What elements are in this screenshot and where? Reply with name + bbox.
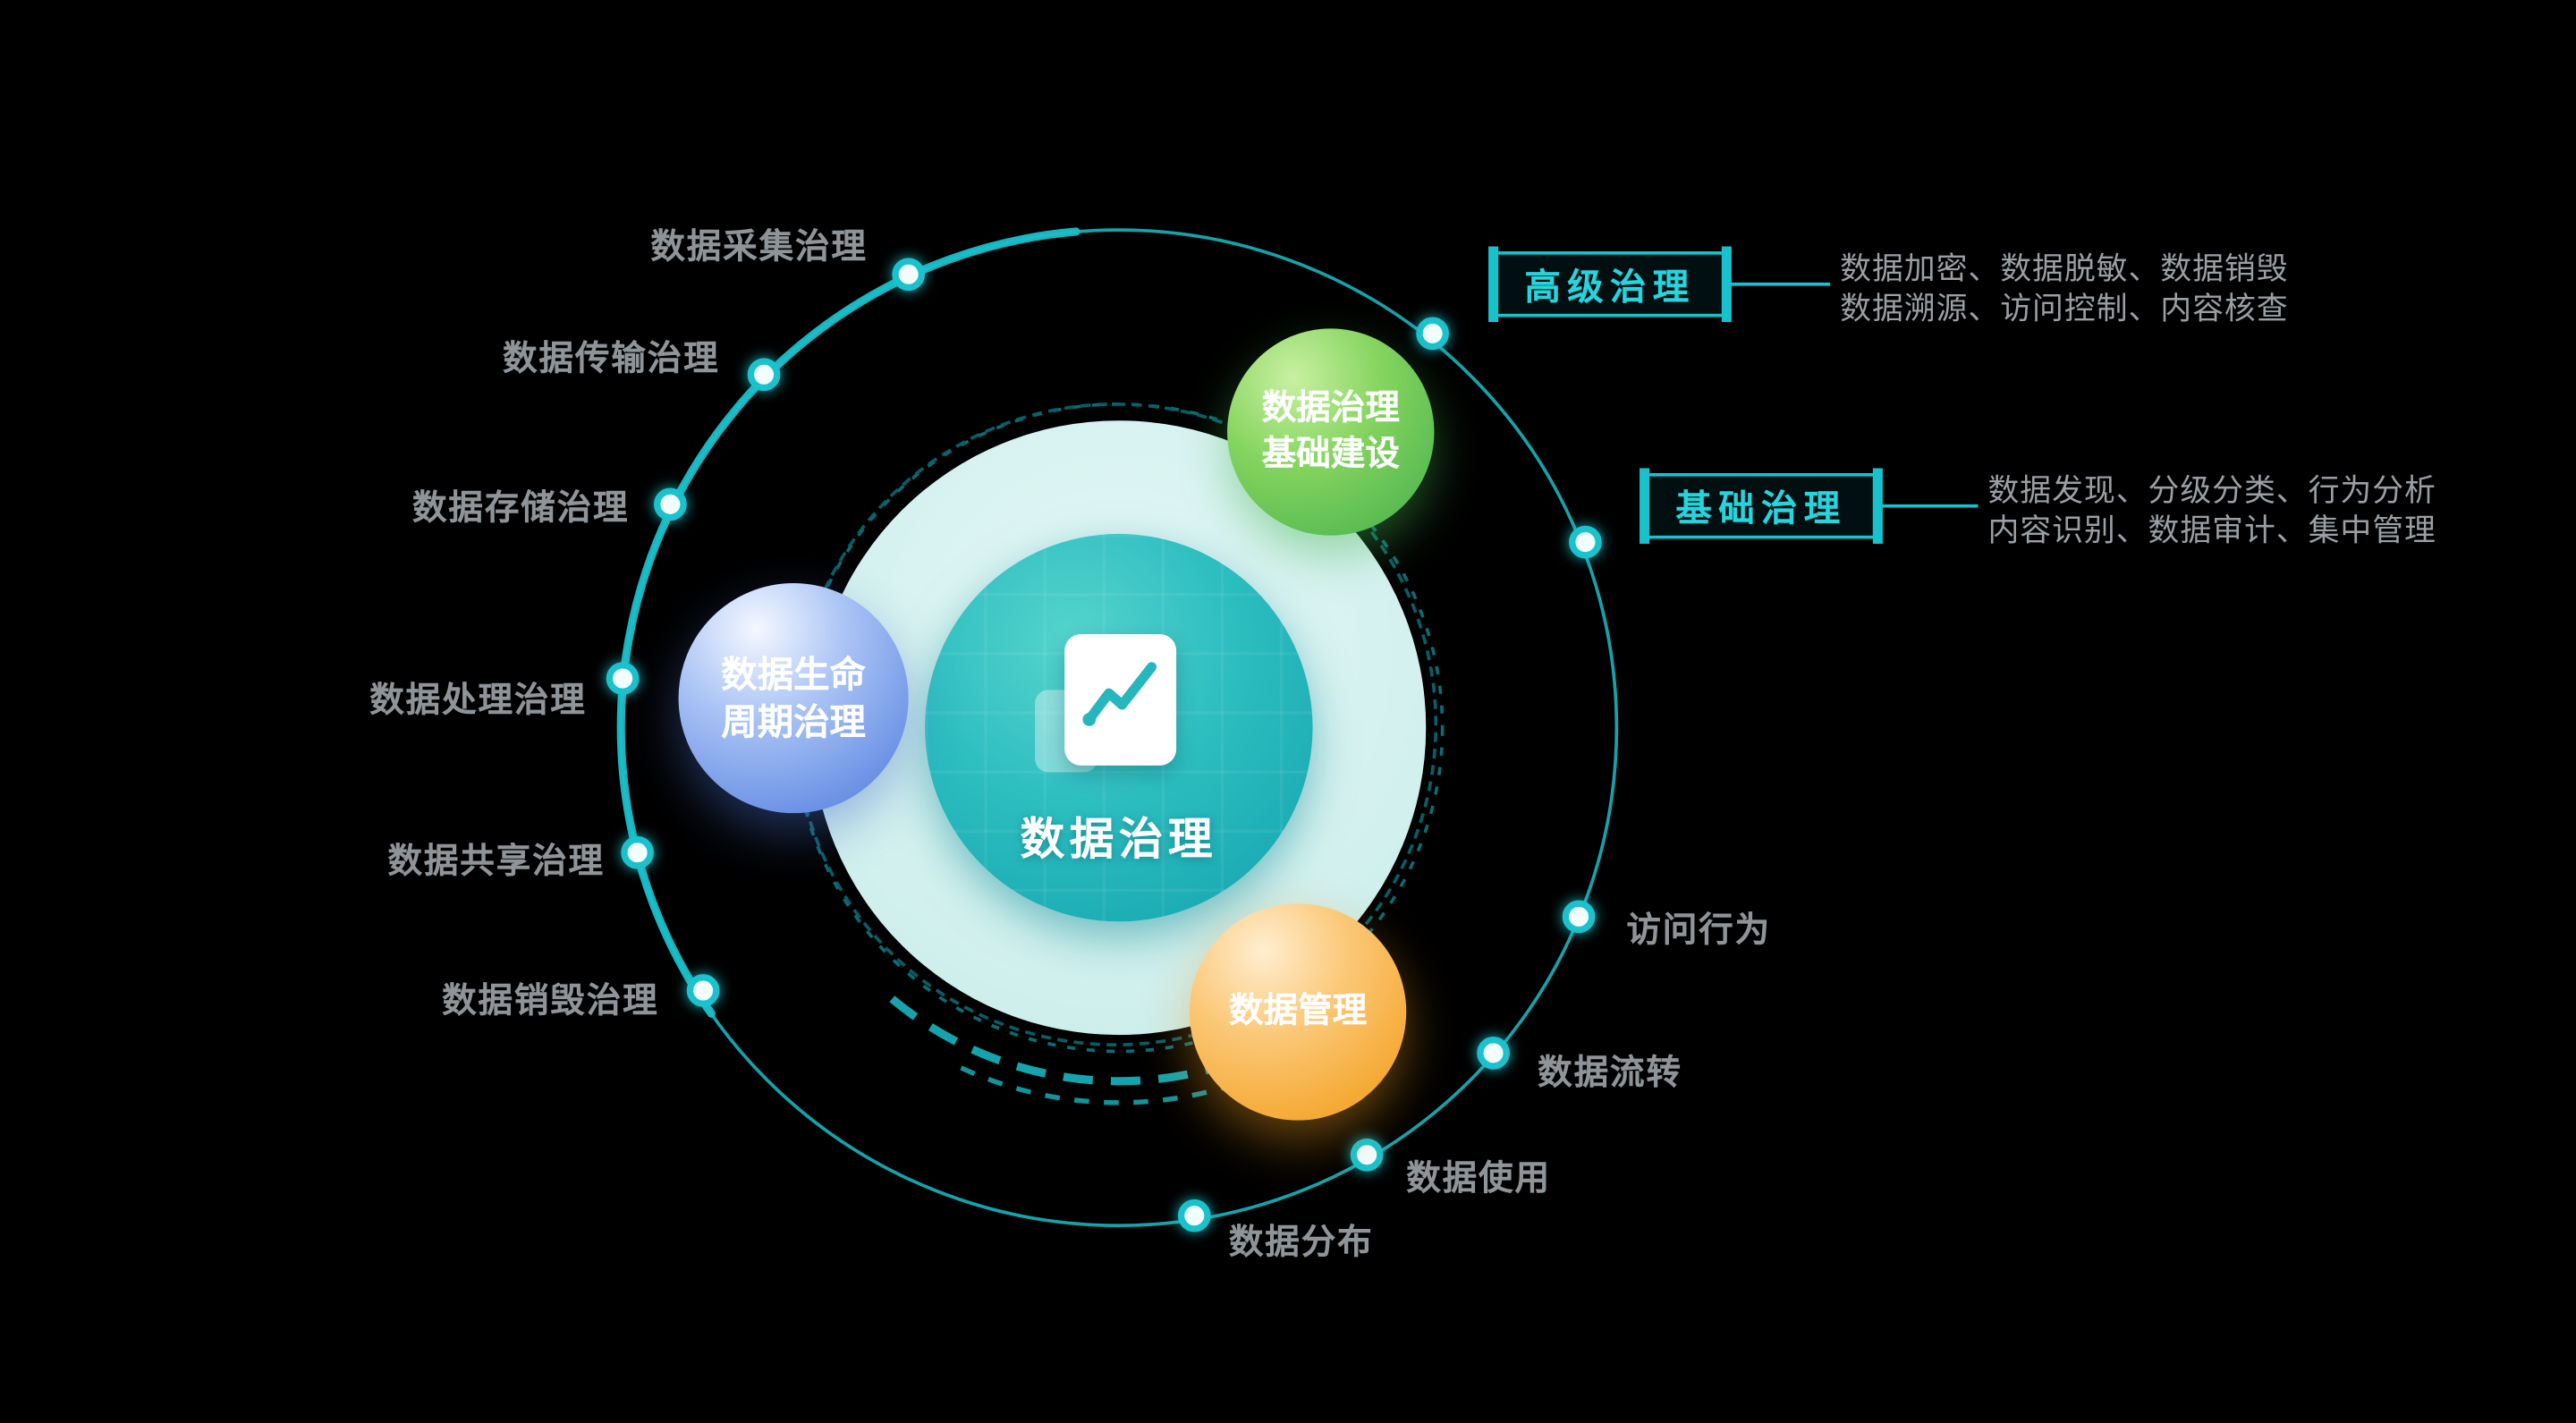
chart-line-glyph	[1082, 662, 1157, 726]
node-dot-usage	[1350, 1138, 1384, 1172]
label-data-distribution: 数据分布	[1228, 1224, 1374, 1262]
label-data-flow: 数据流转	[1538, 1055, 1682, 1093]
document-chart-icon	[1064, 633, 1177, 766]
label-data-usage: 数据使用	[1406, 1159, 1551, 1198]
advanced-governance-desc: 数据加密、数据脱敏、数据销毁 数据溯源、访问控制、内容核查	[1840, 251, 2288, 330]
advanced-governance-box: 高级治理	[1488, 246, 1732, 322]
basic-governance-desc: 数据发现、分级分类、行为分析 内容识别、数据审计、集中管理	[1987, 473, 2436, 552]
node-dot-transmission	[747, 358, 781, 392]
node-dot-basic	[1569, 525, 1602, 559]
advanced-desc-line1: 数据加密、数据脱敏、数据销毁	[1840, 252, 2289, 288]
node-dot-sharing	[621, 835, 655, 869]
bubble-green-line2: 基础建设	[1261, 435, 1400, 473]
label-data-processing: 数据处理治理	[369, 682, 587, 720]
node-dot-capture	[892, 258, 926, 292]
basic-desc-line1: 数据发现、分级分类、行为分析	[1987, 474, 2436, 510]
advanced-governance-title: 高级治理	[1524, 266, 1696, 308]
node-dot-distribution	[1177, 1199, 1211, 1232]
bubble-blue-line2: 周期治理	[721, 701, 866, 743]
bubble-data-management: 数据管理	[1189, 903, 1407, 1121]
basic-desc-line2: 内容识别、数据审计、集中管理	[1987, 513, 2436, 549]
basic-governance-box: 基础治理	[1640, 468, 1883, 544]
label-data-capture: 数据采集治理	[650, 228, 868, 267]
node-dot-advanced	[1416, 317, 1449, 351]
node-dot-storage	[654, 487, 687, 521]
bubble-green-line1: 数据治理	[1261, 389, 1400, 428]
label-data-destruction: 数据销毁治理	[442, 982, 659, 1021]
bubble-orange-line1: 数据管理	[1228, 992, 1368, 1030]
bubble-governance-infrastructure: 数据治理 基础建设	[1227, 328, 1435, 536]
label-access-behavior: 访问行为	[1626, 911, 1771, 950]
node-dot-flow	[1477, 1036, 1510, 1070]
label-data-storage: 数据存储治理	[412, 489, 630, 528]
bubble-blue-line1: 数据生命	[721, 653, 866, 695]
node-dot-access	[1562, 900, 1596, 934]
bottom-dashed-arc	[889, 995, 1349, 1086]
node-dot-processing	[606, 662, 640, 695]
center-title: 数据治理	[1020, 815, 1218, 865]
label-data-transmission: 数据传输治理	[503, 340, 720, 378]
node-dot-destruction	[686, 974, 720, 1007]
advanced-desc-line2: 数据溯源、访问控制、内容核查	[1840, 292, 2289, 327]
label-data-sharing: 数据共享治理	[387, 843, 605, 881]
basic-governance-title: 基础治理	[1675, 487, 1847, 529]
bubble-data-lifecycle: 数据生命 周期治理	[678, 583, 909, 814]
ring-node-dots	[606, 258, 1602, 1232]
